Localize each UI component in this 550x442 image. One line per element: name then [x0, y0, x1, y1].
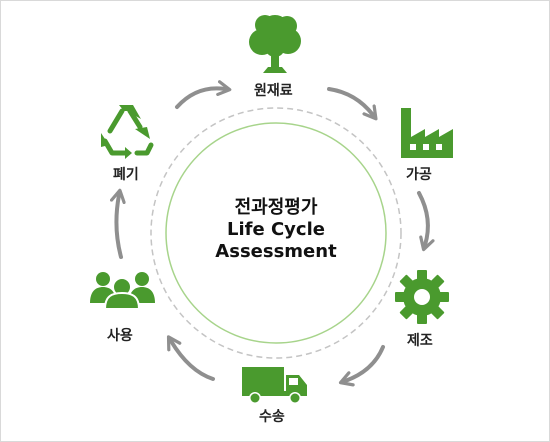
inner-green-ring — [165, 122, 387, 344]
stage-label-disposal: 폐기 — [113, 167, 139, 183]
arrow-use-to-disposal — [109, 188, 126, 259]
arrow-raw-to-processing — [327, 87, 378, 121]
outer-dashed-ring — [150, 107, 402, 359]
gear-icon — [395, 270, 449, 324]
center-title-korean: 전과정평가 — [234, 197, 318, 218]
stage-label-use: 사용 — [107, 328, 133, 344]
factory-icon — [401, 108, 453, 158]
arrow-disposal-to-raw — [175, 80, 232, 109]
stage-label-transport: 수송 — [259, 409, 285, 425]
tree-icon — [249, 15, 301, 73]
center-title-english-line1: Life Cycle — [227, 219, 325, 240]
stage-label-processing: 가공 — [406, 167, 432, 183]
arrow-processing-to-manufacturing — [417, 191, 435, 252]
stage-label-raw-material: 원재료 — [254, 83, 293, 99]
arrow-manufacturing-to-transport — [338, 345, 385, 387]
truck-icon — [242, 367, 307, 404]
stage-label-manufacturing: 제조 — [407, 333, 433, 349]
center-title-english-line2: Assessment — [215, 241, 337, 262]
recycle-icon — [101, 105, 154, 159]
arrow-transport-to-use — [166, 335, 215, 381]
center-title: 전과정평가 Life Cycle Assessment — [181, 197, 371, 263]
people-icon — [90, 272, 155, 310]
